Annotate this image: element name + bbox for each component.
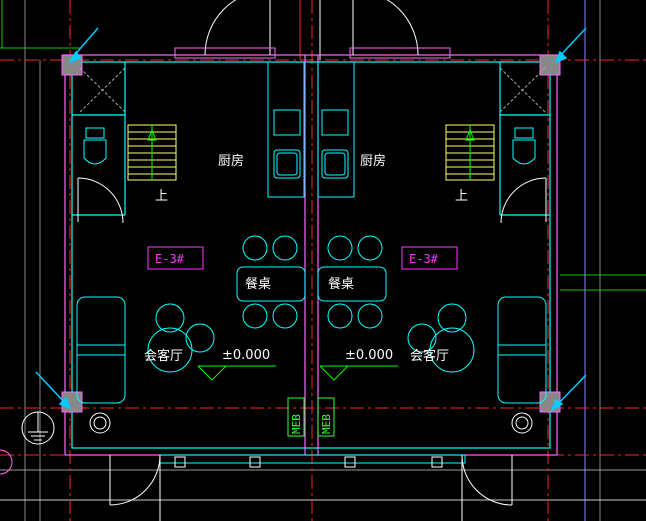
svg-text:E-3#: E-3#	[409, 252, 439, 266]
living-label-left: 会客厅	[144, 348, 183, 364]
stair-up-label-left: 上	[155, 189, 168, 204]
meb-box-right: MEB	[317, 397, 335, 437]
svg-text:MEB: MEB	[290, 414, 303, 434]
elevation-marker-right: ±0.000	[319, 348, 398, 381]
panel-tag-left: E-3#	[147, 246, 204, 270]
pointer-arrows	[35, 27, 587, 412]
side-doors	[77, 177, 547, 224]
top-doors	[174, 0, 451, 59]
stairs-right	[445, 124, 495, 181]
kitchen-label-right: 厨房	[360, 153, 386, 169]
elevation-marker-left: ±0.000	[197, 348, 276, 381]
toilet-left	[83, 127, 107, 165]
sofa-left	[76, 296, 126, 404]
floor-drains	[89, 412, 533, 434]
dining-set-left	[236, 235, 306, 329]
dining-label-left: 餐桌	[245, 276, 271, 292]
bottom-markers	[174, 456, 443, 468]
edge-arc	[0, 449, 13, 475]
toilet-right	[512, 127, 536, 165]
svg-text:±0.000: ±0.000	[222, 348, 270, 363]
living-label-right: 会客厅	[410, 348, 449, 364]
dining-label-right: 餐桌	[328, 276, 354, 292]
panel-tag-right: E-3#	[401, 246, 458, 270]
stairs-left	[127, 124, 177, 181]
dining-set-right	[317, 235, 387, 329]
svg-text:±0.000: ±0.000	[345, 348, 393, 363]
svg-text:MEB: MEB	[320, 414, 333, 434]
column-tr	[539, 54, 561, 76]
bottom-doors	[109, 454, 513, 521]
ground-symbol	[21, 411, 55, 445]
stair-up-label-right: 上	[455, 189, 468, 204]
walls	[64, 54, 558, 456]
sofa-right	[497, 296, 547, 404]
columns	[61, 54, 561, 413]
kitchen-label-left: 厨房	[218, 153, 244, 169]
kitchen-counter-left	[267, 61, 305, 198]
coffee-table-right	[407, 303, 475, 373]
stair-diagonals	[79, 67, 546, 113]
svg-text:E-3#: E-3#	[155, 252, 185, 266]
meb-box-left: MEB	[287, 397, 305, 437]
kitchen-counter-right	[317, 61, 355, 198]
coffee-table-left	[147, 303, 215, 373]
